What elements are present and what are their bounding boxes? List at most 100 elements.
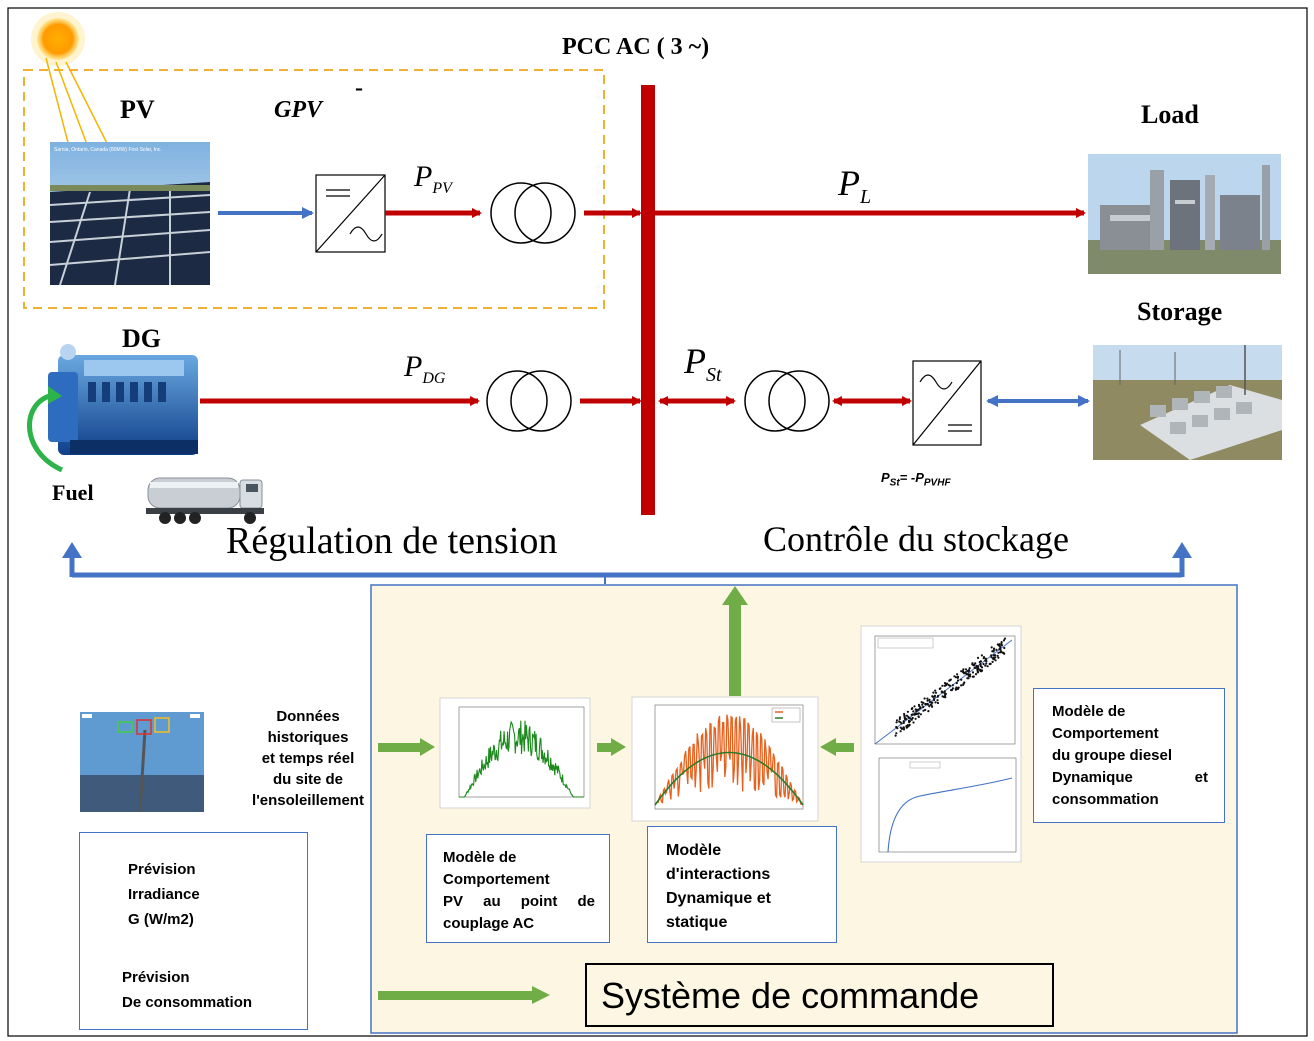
fuel-arrow-head	[48, 386, 62, 404]
scatter-point	[924, 708, 927, 712]
scatter-point	[913, 705, 916, 708]
scatter-point	[932, 691, 935, 694]
scatter-point	[941, 684, 944, 687]
scatter-point	[914, 712, 917, 715]
scatter-point	[990, 654, 993, 657]
scatter-point	[920, 701, 923, 704]
scatter-point	[898, 717, 901, 721]
scatter-point	[943, 690, 946, 693]
scatter-point	[895, 721, 898, 724]
scatter-point	[992, 656, 996, 659]
fuel-arrow	[27, 392, 64, 473]
scatter-point	[976, 671, 980, 674]
scatter-point	[956, 673, 959, 676]
scatter-point	[899, 730, 902, 733]
prevision-box: Prévision Irradiance G (W/m2) Prévision …	[79, 832, 308, 1030]
scatter-point	[1001, 651, 1005, 654]
gpv-label: GPV	[274, 97, 322, 123]
pst-formula: PSt= -PPVHF	[881, 470, 951, 489]
scatter-point	[944, 693, 947, 696]
scatter-point	[1003, 646, 1006, 650]
scatter-point	[971, 663, 974, 666]
storage-converter-icon	[912, 360, 982, 446]
interactions-model-text: Modèle d'interactions Dynamique et stati…	[666, 842, 771, 931]
scatter-point	[944, 684, 948, 687]
donnees-text: Données historiques et temps réel du sit…	[252, 708, 364, 809]
p-st-label: PSt	[684, 341, 722, 387]
scatter-point	[992, 658, 996, 661]
p-load-label: PL	[838, 163, 872, 209]
scatter-point	[962, 683, 965, 687]
scatter-point	[980, 654, 984, 657]
scatter-point	[902, 727, 905, 730]
scatter-point	[997, 651, 1000, 654]
scatter-point	[923, 697, 926, 700]
scatter-point	[1003, 637, 1007, 640]
scatter-point	[902, 721, 905, 725]
scatter-point	[956, 679, 960, 682]
diesel-model-text: Modèle de Comportement du groupe diesel …	[1052, 703, 1208, 808]
pcc-bus	[641, 85, 655, 515]
scatter-point	[954, 688, 958, 691]
scatter-point	[895, 732, 898, 735]
scatter-point	[961, 669, 965, 673]
scatter-point	[912, 710, 915, 713]
scatter-point	[908, 721, 911, 724]
fuel-truck-image	[146, 477, 264, 524]
scatter-point	[938, 687, 941, 691]
fuel-label: Fuel	[52, 480, 94, 505]
storage-site-image	[1093, 345, 1282, 460]
scatter-point	[914, 717, 917, 720]
scatter-point	[964, 671, 967, 674]
to-systeme-arrow	[378, 986, 550, 1004]
scatter-point	[922, 709, 925, 712]
storage-control-label: Contrôle du stockage	[763, 519, 1069, 559]
scatter-point	[908, 723, 911, 727]
pv-transformer-icon	[490, 182, 576, 244]
scatter-point	[968, 667, 971, 670]
diesel-to-interaction-arrow	[820, 738, 854, 756]
scatter-point	[996, 643, 999, 646]
diesel-model-box: Modèle de Comportement du groupe diesel …	[1033, 688, 1225, 823]
scatter-point	[927, 710, 930, 713]
dg-label: DG	[122, 324, 161, 353]
scatter-point	[967, 669, 971, 672]
scatter-point	[910, 707, 913, 711]
scatter-point	[911, 716, 914, 720]
scatter-point	[998, 648, 1001, 651]
scatter-point	[976, 656, 980, 660]
scatter-point	[928, 700, 932, 704]
pv-power-plot	[439, 697, 591, 809]
scatter-point	[928, 705, 931, 708]
feedback-bracket	[62, 542, 1192, 584]
scatter-point	[995, 648, 998, 652]
scatter-point	[912, 721, 915, 724]
scatter-point	[902, 720, 905, 723]
scatter-point	[942, 695, 946, 699]
load-label: Load	[1141, 100, 1199, 129]
pv-inverter-icon	[315, 174, 386, 253]
scatter-point	[965, 673, 968, 676]
scatter-point	[973, 666, 976, 669]
scatter-point	[905, 714, 909, 717]
systeme-commande-label: Système de commande	[601, 975, 980, 1016]
scatter-point	[990, 646, 993, 649]
scatter-point	[997, 656, 1000, 659]
scatter-point	[917, 715, 920, 718]
scatter-point	[988, 662, 991, 666]
scatter-point	[1000, 641, 1003, 644]
scatter-point	[911, 713, 915, 716]
scatter-point	[979, 663, 982, 666]
interaction-plot	[631, 696, 819, 822]
scatter-point	[1000, 642, 1003, 646]
pv-model-text: Modèle de Comportement PV au point de co…	[443, 849, 595, 932]
scatter-point	[936, 701, 940, 705]
storage-transformer-icon	[744, 370, 830, 432]
outer-frame	[7, 7, 1308, 1037]
scatter-point	[926, 702, 929, 706]
scatter-point	[926, 699, 929, 702]
pv-photo-caption: Sarnia, Ontario, Canada (80MW) First Sol…	[54, 147, 162, 153]
scatter-point	[933, 694, 937, 697]
scatter-point	[1002, 639, 1006, 642]
